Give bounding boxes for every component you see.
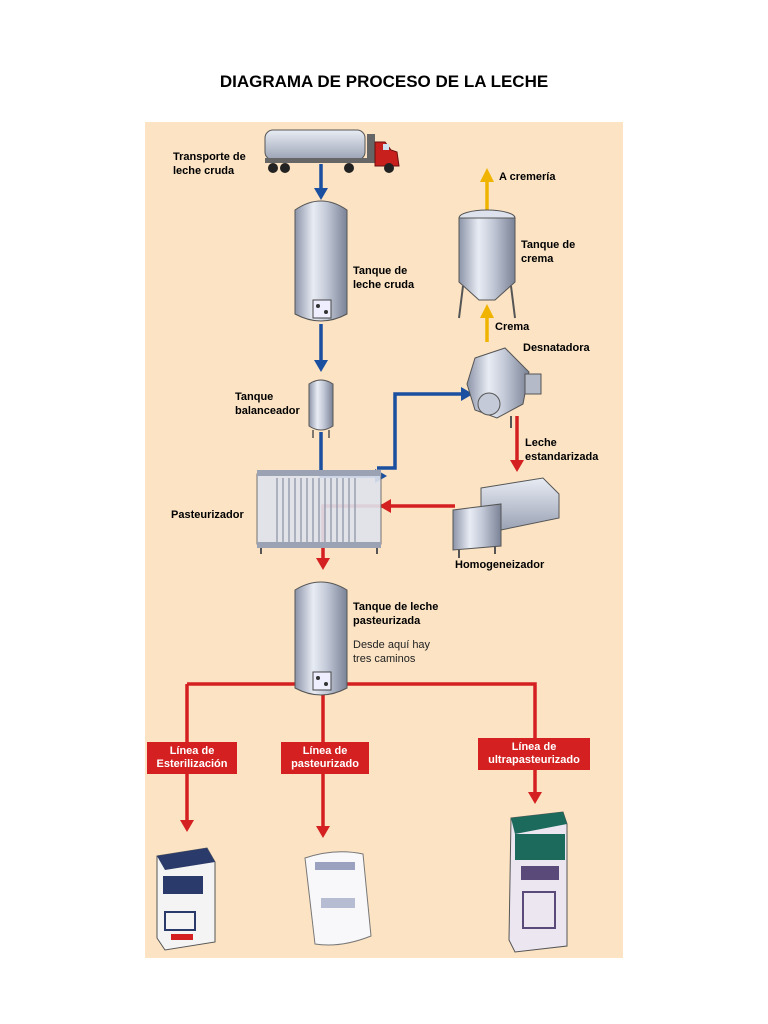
process-diagram (156, 129, 568, 953)
ultrapasteurized-milk-package-icon (508, 811, 568, 953)
cream-tank-icon (458, 209, 516, 319)
separator-icon (466, 347, 542, 428)
standardized-milk-label: Leche estandarizada (525, 436, 598, 464)
pasteurized-tank-label: Tanque de leche pasteurizada (353, 600, 438, 628)
sterilization-line-box: Línea de Esterilización (147, 742, 237, 774)
pasteurized-milk-tank-icon (294, 581, 348, 696)
sterilized-milk-package-icon (156, 847, 216, 951)
pasteurized-tank-label-line2: pasteurizada (353, 615, 421, 627)
transport-label-line1: Transporte de (173, 151, 246, 163)
balance-tank-label-line1: Tanque (235, 391, 274, 403)
pasteurized-line-label-2: pasteurizado (291, 758, 359, 770)
diagram-panel: Transporte de leche cruda Tanque de lech… (145, 122, 623, 958)
page-title: DIAGRAMA DE PROCESO DE LA LECHE (219, 72, 549, 91)
raw-milk-tank-label-line2: leche cruda (353, 279, 415, 291)
ultrapasteurized-line-label-2: ultrapasteurizado (488, 754, 580, 766)
cream-tank-label: Tanque de crema (521, 238, 575, 266)
pasteurized-tank-label-line1: Tanque de leche (353, 601, 439, 613)
yellow-arrowheads (480, 168, 494, 318)
sterilization-line-label-2: Esterilización (156, 758, 228, 770)
red-arrowheads (180, 460, 542, 838)
three-paths-note-line2: tres caminos (353, 653, 416, 665)
homogenizer-icon (452, 477, 560, 558)
ultrapasteurized-line-box: Línea de ultrapasteurizado (478, 738, 590, 770)
ultrapasteurized-line-label-1: Línea de (511, 741, 557, 753)
cream-tank-label-line1: Tanque de (521, 239, 576, 251)
pasteurized-milk-bag-icon (304, 851, 372, 946)
raw-milk-tank-label-line1: Tanque de (353, 265, 408, 277)
creamery-label: A cremería (499, 171, 556, 183)
balance-tank-icon (308, 379, 334, 438)
truck-icon (264, 129, 400, 173)
homogenizer-label: Homogeneizador (455, 559, 545, 571)
pasteurizer-icon (256, 470, 382, 554)
pasteurizer-label: Pasteurizador (171, 509, 244, 521)
balance-tank-label: Tanque balanceador (235, 390, 300, 418)
separator-label: Desnatadora (523, 342, 590, 354)
pasteurized-line-box: Línea de pasteurizado (281, 742, 369, 774)
standardized-milk-label-line1: Leche (525, 437, 557, 449)
three-paths-note: Desde aquí hay tres caminos (353, 638, 430, 666)
three-paths-note-line1: Desde aquí hay (353, 639, 431, 651)
raw-milk-tank-icon (294, 200, 348, 322)
balance-tank-label-line2: balanceador (235, 405, 300, 417)
transport-label-line2: leche cruda (173, 165, 235, 177)
pasteurized-line-label-1: Línea de (302, 745, 348, 757)
cream-tank-label-line2: crema (521, 253, 554, 265)
raw-milk-tank-label: Tanque de leche cruda (353, 264, 414, 292)
transport-label: Transporte de leche cruda (173, 150, 246, 178)
cream-label: Crema (495, 321, 530, 333)
standardized-milk-label-line2: estandarizada (525, 451, 599, 463)
sterilization-line-label-1: Línea de (169, 745, 215, 757)
